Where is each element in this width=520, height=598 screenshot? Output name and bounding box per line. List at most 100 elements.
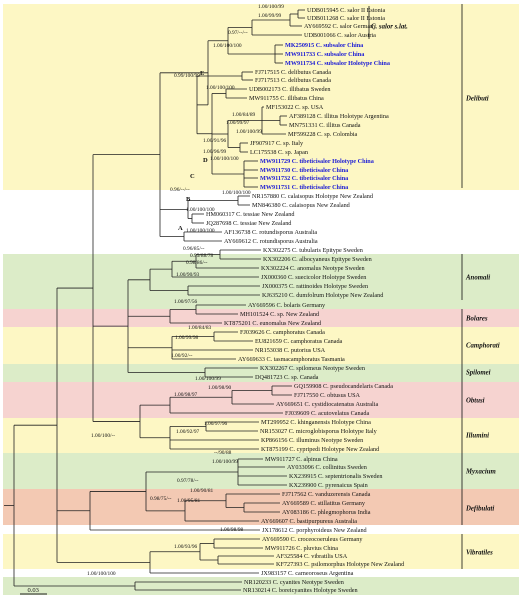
- tip-label: KT875201 C. eunomalus New Zealand: [224, 320, 322, 327]
- support-value: 0.97/78/--: [177, 478, 199, 484]
- clade-name: Myxacium: [465, 468, 496, 475]
- support-value: 1.00/84/83: [188, 325, 212, 331]
- tip-label: KX302267 C. spilomeus Neotype Sweden: [260, 365, 365, 372]
- tip-label: AY669607 C. bastipurpureus Australia: [261, 518, 357, 525]
- tip-label: AF389128 C. illitus Holotype Argentina: [289, 113, 389, 120]
- tip-label: MW911734 C. subsalor Holotype China: [285, 60, 390, 67]
- node-letter: B: [186, 196, 191, 203]
- clade-name: Illumini: [465, 432, 489, 439]
- clade-name: Anomali: [465, 274, 490, 281]
- tip-label: AY669589 C. stillatitus Germany: [282, 500, 366, 507]
- tip-label: AY033096 C. collinitus Sweden: [287, 464, 367, 471]
- tip-label: KX302224 C. anomalus Neotype Sweden: [261, 265, 365, 272]
- support-value: 1.00/100/99: [258, 4, 284, 10]
- support-value: 1.00/100/100: [186, 228, 215, 234]
- tip-label: MW911733 C. subsalor China: [285, 51, 364, 58]
- support-value: 1.00/84/89: [232, 112, 256, 118]
- node-letter: C: [190, 173, 195, 180]
- support-value: 1.00/100/100: [210, 156, 239, 162]
- tip-label: MW911726 C. pluvius China: [265, 545, 338, 552]
- tip-label: AY669633 C. tasmacamphoratus Tasmania: [238, 356, 345, 363]
- clade-name: Defibulati: [465, 505, 494, 512]
- support-value: 1.00/100/99: [236, 129, 262, 135]
- tip-label: NR120233 C. cyanites Neotype Sweden: [244, 579, 344, 586]
- support-value: 1.00/100/--: [91, 433, 115, 439]
- support-value: 1.00/98/98: [220, 527, 244, 533]
- clade-name: Spilomei: [466, 369, 491, 376]
- tip-label: MN846380 C. calaisopus New Zealand: [252, 202, 351, 209]
- support-value: 1.00/97/56: [174, 299, 198, 305]
- tip-label: AF136738 C. rotundisporus Australia: [224, 229, 317, 236]
- tip-label: NR130214 C. boreicyanites Holotype Swede…: [243, 587, 358, 594]
- support-values: 1.00/100/99 1.00/99/99 0.97/--/-- 1.00/100/…: [87, 4, 284, 577]
- band-bolares: [3, 309, 519, 327]
- support-value: 0.97/--/--: [228, 30, 248, 36]
- clade-name: C. salor s.lat.: [371, 23, 408, 30]
- band-myxacium: [3, 453, 519, 489]
- support-value: --/90/88: [214, 450, 232, 456]
- band-anomali: [3, 254, 519, 309]
- support-value: 0.99/88/78: [190, 253, 214, 259]
- tip-label: JQ287698 C. tessiae New Zealand: [206, 220, 292, 227]
- tip-label: AF325584 C. vibratilis USA: [276, 553, 348, 560]
- clade-names: C. salor s.lat.DelibutiAnomaliBolaresCam…: [371, 23, 500, 556]
- support-value: 0.96/85/--: [183, 246, 205, 252]
- tip-label: LC175538 C. sp. Japan: [250, 149, 308, 156]
- tip-label: MW911731 C. tibeticisalor China: [260, 184, 348, 191]
- tip-label: NR157880 C. calaisopus Holotype New Zeal…: [252, 193, 374, 200]
- tip-label: AY669590 C. croceocoeruleus Germany: [262, 536, 363, 543]
- tip-label: UDB001066 C. salor Austria: [304, 32, 376, 39]
- support-value: 0.98/75/--: [150, 496, 172, 502]
- tip-label: MW911755 C. illibatus China: [249, 95, 324, 102]
- support-value: 1.00/100/99: [212, 459, 238, 465]
- tip-label: KF727393 C. psilomorphus Holotype New Ze…: [276, 561, 405, 568]
- support-value: 1.00/91/96: [203, 138, 227, 144]
- tip-label: AY669612 C. rotundisporus Australia: [224, 238, 318, 245]
- node-letter: E: [200, 70, 204, 77]
- support-value: 1.00/92/97: [176, 429, 200, 435]
- tip-label: JX178612 C. porphyroideus New Zealand: [262, 527, 368, 534]
- support-value: 1.00/100/100: [206, 85, 235, 91]
- tip-label: MW911730 C. tibeticisalor China: [260, 167, 348, 174]
- scale-bar-label: 0.03: [28, 587, 39, 594]
- support-value: 1.00/99/97: [226, 120, 250, 126]
- tip-label: NR153038 C. putorius USA: [255, 347, 326, 354]
- tip-label: EU821659 C. camphoratus Canada: [255, 338, 343, 345]
- band-spilomei: [3, 364, 519, 382]
- tip-label: KX239900 C. pyrenaicus Spain: [289, 482, 368, 489]
- support-value: 1.00/93/96: [174, 544, 198, 550]
- support-value: 1.00/98/97: [174, 392, 198, 398]
- support-value: 1.00/99/99: [258, 13, 282, 19]
- tip-label: KT875199 C. cypripedi Holotype New Zeala…: [261, 446, 380, 453]
- tip-label: AY083186 C. phlegmophorus India: [282, 509, 371, 516]
- tip-label: FJ717550 C. obtusus USA: [294, 392, 361, 399]
- clade-name: Vibratiles: [466, 549, 493, 556]
- tip-label: MH101524 C. sp. New Zealand: [240, 311, 320, 318]
- tip-label: FJ039626 C. camphoratus Canada: [240, 329, 325, 336]
- tip-label: GQ159908 C. pseudocandelaris Canada: [294, 383, 393, 390]
- tip-label: KP866156 C. illuminus Neotype Sweden: [261, 437, 363, 444]
- support-value: 1.00/99/98: [175, 335, 199, 341]
- tip-label: FJ717562 C. vanduzerensis Canada: [282, 491, 371, 498]
- node-letter: D: [203, 157, 208, 164]
- tip-label: UDB015945 C. salor II Estonia: [307, 7, 385, 14]
- tip-label: HM060317 C. tessiae New Zealand: [206, 211, 295, 218]
- tip-label: AY669592 C. salor Germany: [304, 23, 377, 30]
- tip-label: KX302206 C. albocyaneus Epitype Sweden: [263, 256, 372, 263]
- tip-label: FJ717513 C. delibutus Canada: [255, 77, 331, 84]
- band-obtusi: [3, 382, 519, 418]
- tip-label: MW911732 C. tibeticisalor China: [260, 175, 348, 182]
- tip-label: NR153027 C. microglobisporus Holotype It…: [260, 428, 378, 435]
- tip-label: FJ717515 C. delibutus Canada: [255, 69, 331, 76]
- support-value: 1.00/98/90: [208, 385, 232, 391]
- clade-name: Bolares: [465, 315, 488, 322]
- clade-name: Camphorati: [466, 342, 500, 349]
- tip-label: AY669596 C. bolaris Germany: [248, 302, 326, 309]
- scale-bar: 0.03: [20, 587, 47, 595]
- tip-label: MW911729 C. tibeticisalor Holotype China: [260, 158, 374, 165]
- band-defibulati: [3, 489, 519, 525]
- clade-bars: [368, 4, 463, 569]
